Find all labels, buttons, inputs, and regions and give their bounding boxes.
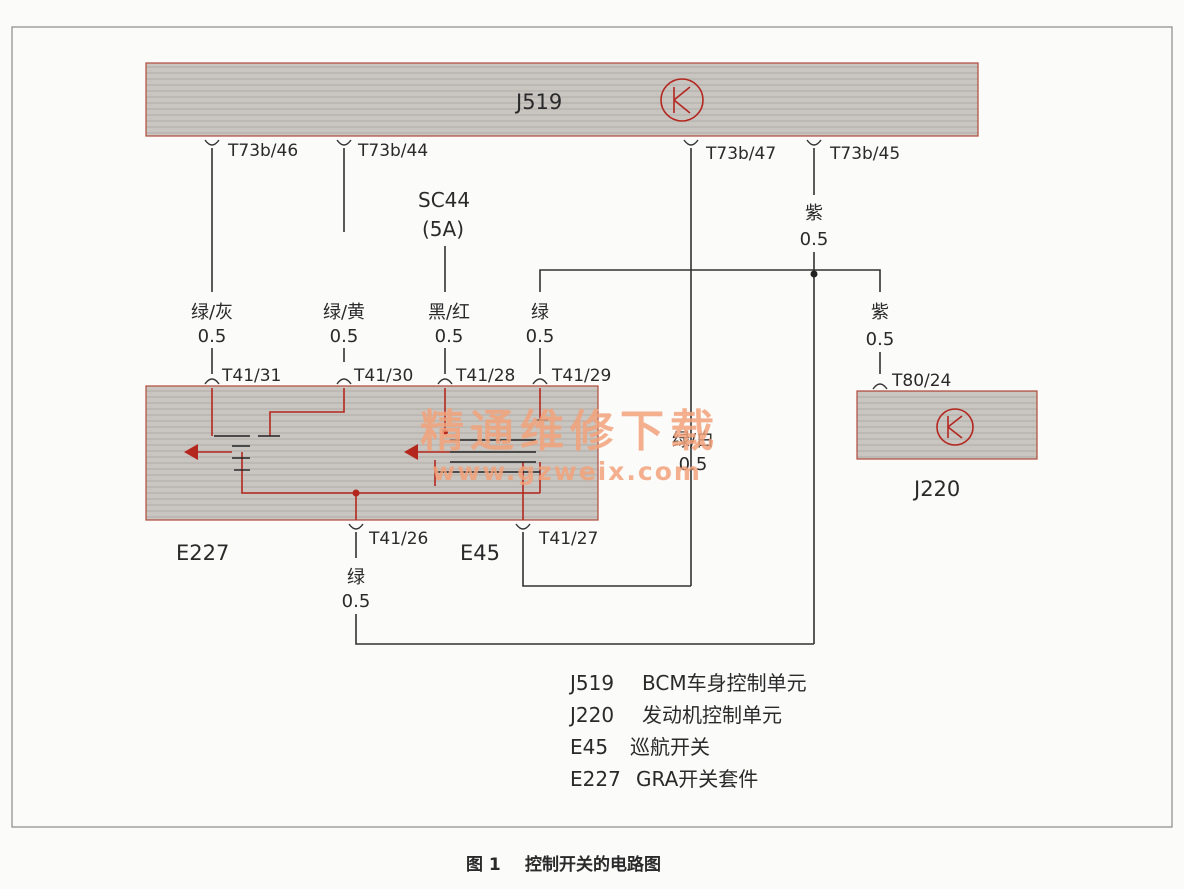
e227-switch-arrow-icon xyxy=(184,444,198,460)
wire-purple-top-color: 紫 xyxy=(805,203,823,224)
wire-black-red-size: 0.5 xyxy=(435,326,464,347)
legend-e227-code: E227 xyxy=(570,767,621,791)
wire-purple-top-size: 0.5 xyxy=(800,229,829,250)
e227-label: E227 xyxy=(176,541,229,565)
pin-t41-31: T41/31 xyxy=(221,366,281,386)
j519-label: J519 xyxy=(514,90,562,114)
j519-ecu-icon xyxy=(660,78,704,122)
legend-e45-desc: 巡航开关 xyxy=(630,735,710,759)
pin-t73b-45: T73b/45 xyxy=(829,144,900,164)
e45-switch-arrow-icon xyxy=(404,444,418,460)
legend-j220-code: J220 xyxy=(568,703,614,727)
j220-module-box xyxy=(856,390,1038,460)
wire-purple-j220-size: 0.5 xyxy=(866,329,895,350)
legend-j220-desc: 发动机控制单元 xyxy=(642,703,782,727)
watermark-url: www.gzweix.com xyxy=(432,457,702,486)
pin-t80-24: T80/24 xyxy=(891,371,951,391)
watermark-cn: 精通维修下载 xyxy=(420,406,720,457)
pin-t41-27: T41/27 xyxy=(538,529,598,549)
e45-label: E45 xyxy=(460,541,500,565)
wire-black-red-color: 黑/红 xyxy=(428,302,470,323)
pin-t41-30: T41/30 xyxy=(353,366,413,386)
wire-green-gray-size: 0.5 xyxy=(198,326,227,347)
wire-green-26-size: 0.5 xyxy=(342,591,371,612)
fuse-name: SC44 xyxy=(418,188,470,212)
legend-e45-code: E45 xyxy=(570,735,608,759)
wire-green-29-size: 0.5 xyxy=(526,326,555,347)
wire-purple-j220-color: 紫 xyxy=(871,302,889,323)
caption-title: 控制开关的电路图 xyxy=(525,854,661,875)
legend-j519-desc: BCM车身控制单元 xyxy=(642,671,807,695)
pin-t41-29: T41/29 xyxy=(551,366,611,386)
pin-t73b-47: T73b/47 xyxy=(705,144,776,164)
pin-t73b-44: T73b/44 xyxy=(357,141,428,161)
legend: J519 BCM车身控制单元 J220 发动机控制单元 E45 巡航开关 E22… xyxy=(568,671,807,791)
legend-j519-code: J519 xyxy=(568,671,614,695)
wire-green-gray-color: 绿/灰 xyxy=(191,302,233,323)
j519-module-box xyxy=(145,62,979,137)
diagram-frame xyxy=(11,26,1173,828)
legend-e227-desc: GRA开关套件 xyxy=(636,767,758,791)
pin-t41-28: T41/28 xyxy=(455,366,515,386)
pin-t41-26: T41/26 xyxy=(368,529,428,549)
wire-labels: 绿/灰 0.5 绿/黄 0.5 黑/红 0.5 绿 0.5 紫 0.5 紫 0.… xyxy=(191,203,894,612)
pin-t73b-46: T73b/46 xyxy=(227,141,298,161)
caption-prefix: 图 1 xyxy=(466,855,501,875)
splice-junction xyxy=(810,270,818,278)
wire-green-29-color: 绿 xyxy=(531,302,549,323)
j220-ecu-icon xyxy=(936,408,974,446)
j220-label: J220 xyxy=(912,477,960,501)
switch-contacts xyxy=(214,419,548,473)
wire-green-white-color: 绿/白 xyxy=(672,430,714,451)
wire-green-26-color: 绿 xyxy=(347,567,365,588)
fuse-rating: (5A) xyxy=(422,217,464,241)
external-wires xyxy=(211,148,881,645)
wire-green-yellow-color: 绿/黄 xyxy=(323,302,365,323)
connector-symbols xyxy=(204,139,888,530)
ground-junction xyxy=(352,489,360,497)
supply-junction xyxy=(442,429,448,435)
pin-labels: T73b/46 T73b/44 T73b/47 T73b/45 T41/31 T… xyxy=(221,141,951,549)
wire-green-yellow-size: 0.5 xyxy=(330,326,359,347)
e227-internal-circuit xyxy=(196,388,541,520)
wire-green-white-size: 0.5 xyxy=(679,454,708,475)
